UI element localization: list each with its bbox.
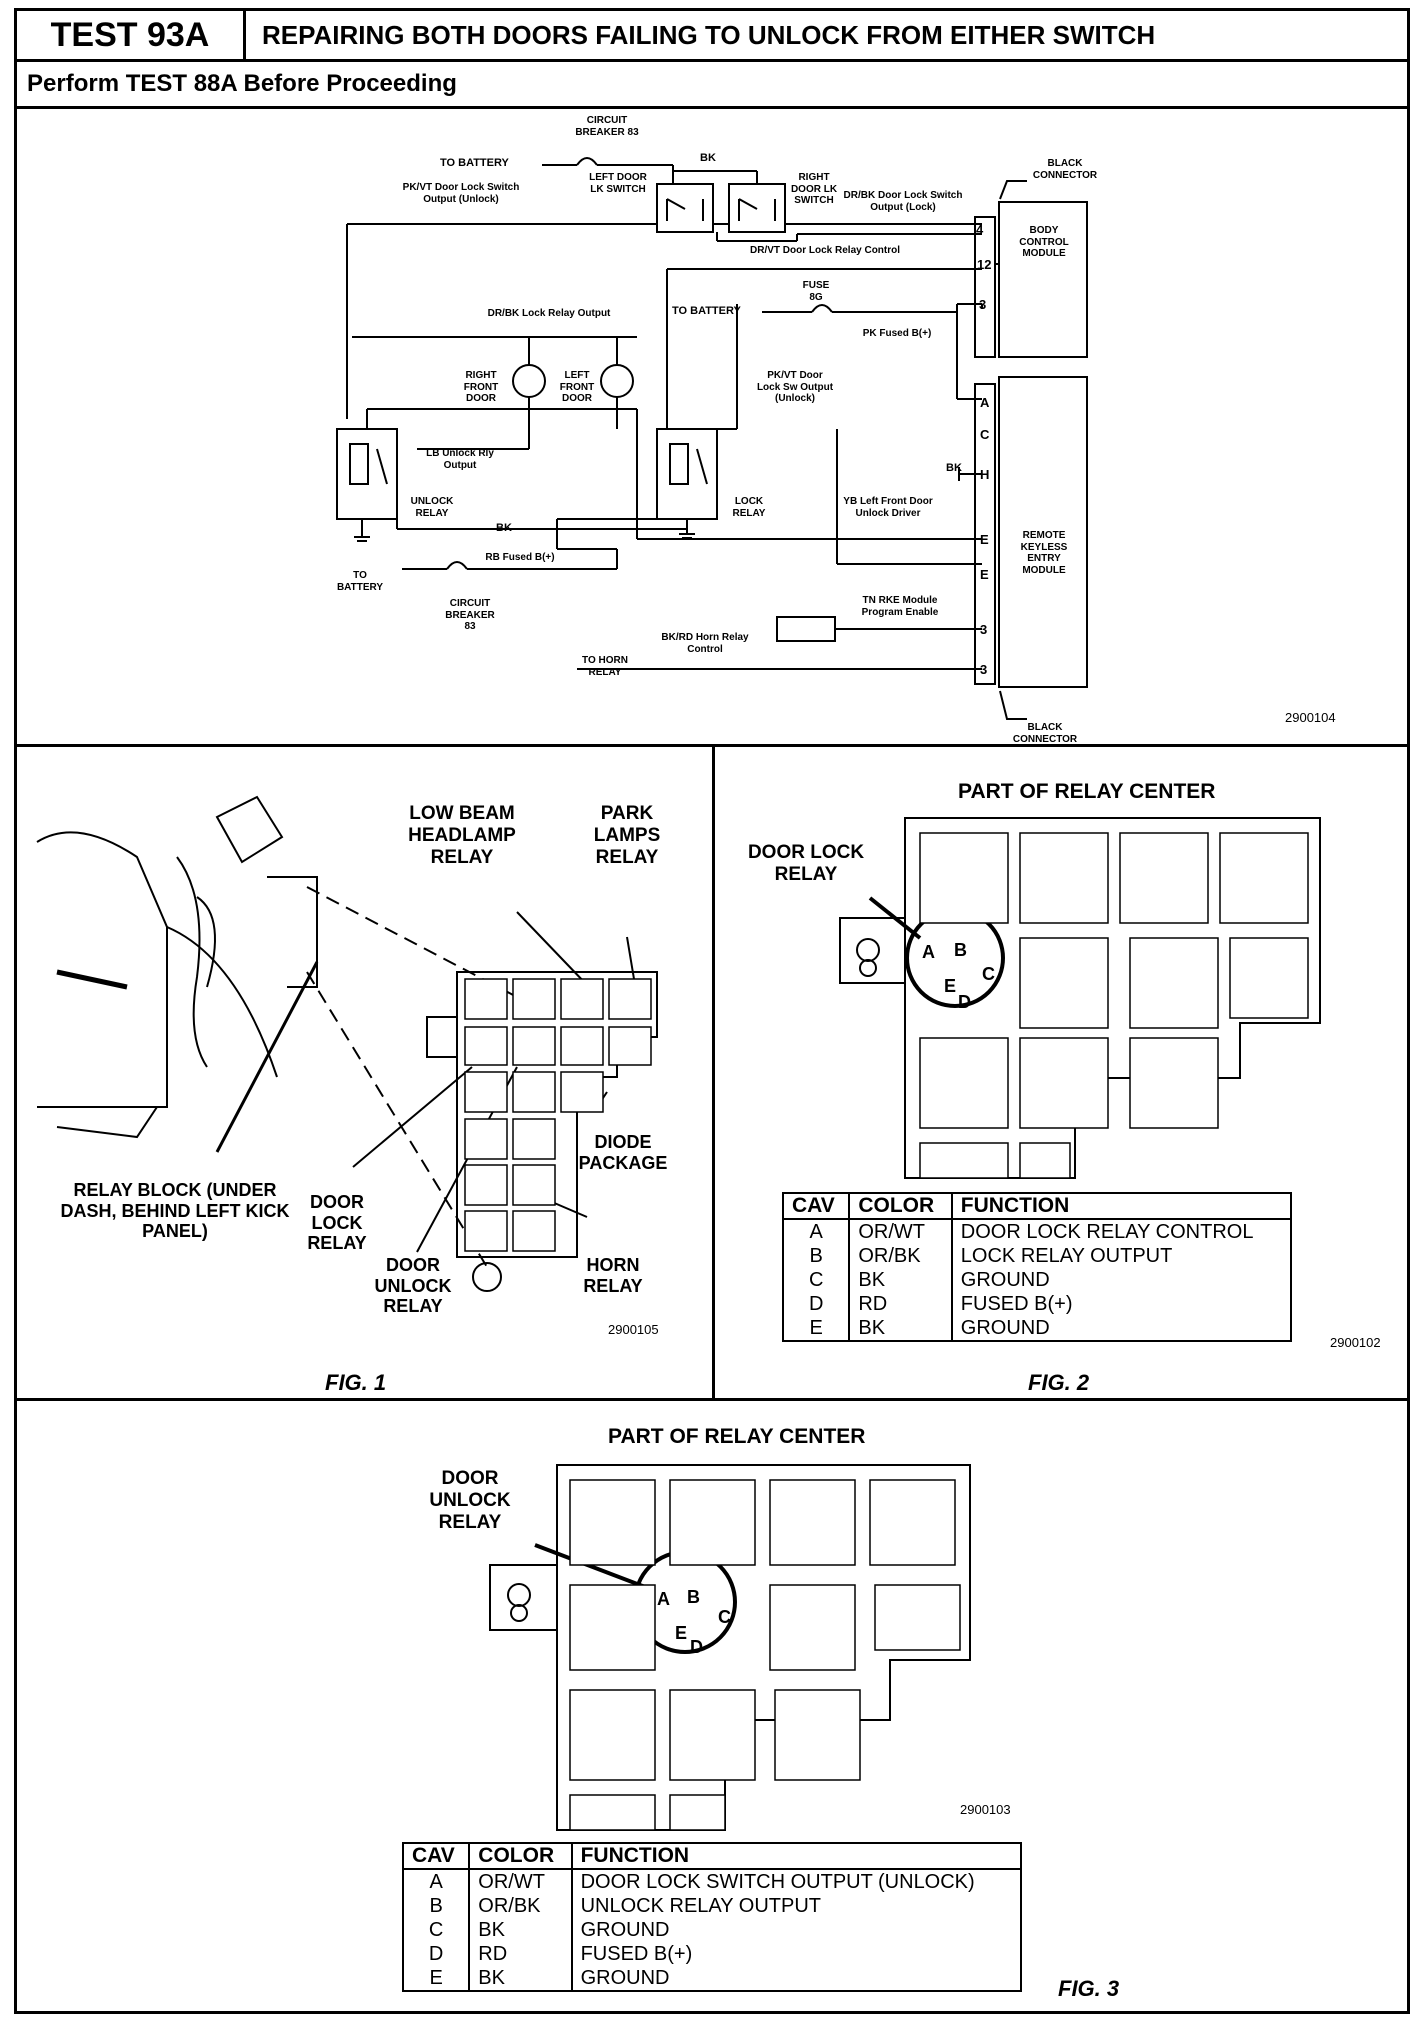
cav-header: CAV: [781, 1192, 851, 1220]
fig1-drawing: [36, 795, 658, 1292]
park-lamps-relay-label: PARK LAMPS RELAY: [593, 803, 661, 868]
left-door-switch-label: LEFT DOOR LK SWITCH: [589, 172, 647, 195]
lock-relay-output-label: DR/BK Lock Relay Output: [487, 308, 611, 319]
door-unlock-relay-label: DOOR UNLOCK RELAY: [374, 1255, 452, 1317]
bk-mid-label: BK: [496, 522, 512, 534]
fig2-pin-d: D: [958, 992, 971, 1012]
fuse-label: FUSE 8G: [802, 280, 830, 303]
left-front-door-label: LEFT FRONT DOOR: [559, 370, 595, 404]
to-horn-relay-label: TO HORN RELAY: [582, 655, 628, 678]
rb-fused-label: RB Fused B(+): [485, 552, 555, 563]
schematic-code: 2900104: [1285, 710, 1336, 725]
fig3-pin-b: B: [687, 1587, 700, 1607]
fig1-caption: FIG. 1: [325, 1370, 387, 1395]
fig2-pin-b: B: [954, 940, 967, 960]
rke-pin-h: H: [980, 467, 989, 482]
lock-relay-label: LOCK RELAY: [732, 496, 766, 519]
cav-header: CAV: [401, 1842, 471, 1870]
lock-switch-output-label: DR/BK Door Lock Switch Output (Lock): [843, 190, 963, 213]
black-connector-top: BLACK CONNECTOR: [1032, 158, 1098, 181]
test-title: REPAIRING BOTH DOORS FAILING TO UNLOCK F…: [243, 8, 1410, 62]
fig3-pin-c: C: [718, 1607, 731, 1627]
color-header: COLOR: [848, 1192, 953, 1220]
horn-relay-control-label: BK/RD Horn Relay Control: [661, 632, 749, 655]
fig-divider: [712, 744, 715, 1400]
pk-fused-label: PK Fused B(+): [862, 328, 932, 339]
bk-ground-label: BK: [946, 462, 962, 474]
program-enable-label: TN RKE Module Program Enable: [861, 595, 939, 618]
rke-module-label: REMOTE KEYLESS ENTRY MODULE: [1020, 530, 1068, 576]
fig3-title: PART OF RELAY CENTER: [608, 1425, 866, 1448]
rke-pin-a: A: [980, 395, 990, 410]
unlock-relay-label: UNLOCK RELAY: [410, 496, 454, 519]
bk-top-label: BK: [700, 152, 716, 164]
fig3-relay-center: A B C E D: [489, 1464, 971, 1831]
rke-pin-3a: 3: [980, 622, 987, 637]
fig3-caption: FIG. 3: [1058, 1976, 1120, 2001]
fig2-pin-a: A: [922, 942, 935, 962]
unlock-switch-output-label: PK/VT Door Lock Switch Output (Unlock): [402, 182, 520, 205]
function-header: FUNCTION: [570, 1842, 1023, 1870]
unlock-driver-label: YB Left Front Door Unlock Driver: [843, 496, 933, 519]
to-battery-top: TO BATTERY: [440, 157, 509, 169]
relay-block-label: RELAY BLOCK (UNDER DASH, BEHIND LEFT KIC…: [60, 1180, 290, 1242]
relay-control-label: DR/VT Door Lock Relay Control: [750, 245, 901, 256]
fig3-pin-a: A: [657, 1589, 670, 1609]
fig2-caption: FIG. 2: [1028, 1370, 1090, 1395]
fig3-pin-e: E: [675, 1623, 687, 1643]
fig3-code: 2900103: [960, 1802, 1011, 1817]
rke-pin-e2: E: [980, 567, 989, 582]
fig3-door-unlock-callout: DOOR UNLOCK RELAY: [429, 1468, 511, 1533]
circuit-breaker-bottom: CIRCUIT BREAKER 83: [445, 598, 495, 632]
fig2-door-lock-callout: DOOR LOCK RELAY: [747, 842, 865, 885]
prerequisite-note: Perform TEST 88A Before Proceeding: [14, 59, 1410, 109]
rke-pin-3b: 3: [980, 662, 987, 677]
circuit-breaker-top: CIRCUIT BREAKER 83: [575, 115, 639, 138]
wiring-schematic: 4 12 3 A C H E E 3 3: [336, 157, 1088, 720]
door-lock-relay-label: DOOR LOCK RELAY: [307, 1192, 367, 1254]
unlock-rly-output-label: LB Unlock Rly Output: [426, 448, 494, 471]
test-number: TEST 93A: [14, 8, 246, 62]
right-door-switch-label: RIGHT DOOR LK SWITCH: [790, 172, 838, 206]
bcm-pin-3: 3: [979, 297, 986, 312]
black-connector-bottom: BLACK CONNECTOR: [1012, 722, 1078, 745]
fig1-code: 2900105: [608, 1322, 659, 1337]
body-control-module-label: BODY CONTROL MODULE: [1019, 225, 1069, 259]
fig3-divider: [14, 1398, 1410, 1401]
low-beam-relay-label: LOW BEAM HEADLAMP RELAY: [408, 803, 516, 868]
horn-relay-label: HORN RELAY: [583, 1255, 643, 1296]
fig2-code: 2900102: [1330, 1335, 1381, 1350]
bcm-pin-4: 4: [976, 222, 984, 237]
fig3-pin-d: D: [690, 1637, 703, 1657]
to-battery-fuse: TO BATTERY: [672, 305, 741, 317]
color-header: COLOR: [468, 1842, 573, 1870]
fig2-pin-e: E: [944, 976, 956, 996]
fig1-relay-grid: [464, 978, 652, 1252]
function-header: FUNCTION: [950, 1192, 1293, 1220]
fig2-relay-center: A B C E D: [839, 817, 1321, 1179]
right-front-door-label: RIGHT FRONT DOOR: [463, 370, 499, 404]
fig2-title: PART OF RELAY CENTER: [958, 780, 1216, 803]
bcm-pin-12: 12: [977, 257, 991, 272]
to-battery-bottom: TO BATTERY: [336, 570, 384, 593]
lock-sw-output-label: PK/VT Door Lock Sw Output (Unlock): [756, 370, 834, 404]
rke-pin-e1: E: [980, 532, 989, 547]
rke-pin-c: C: [980, 427, 990, 442]
fig2-pin-c: C: [982, 964, 995, 984]
diode-package-label: DIODE PACKAGE: [578, 1132, 668, 1173]
